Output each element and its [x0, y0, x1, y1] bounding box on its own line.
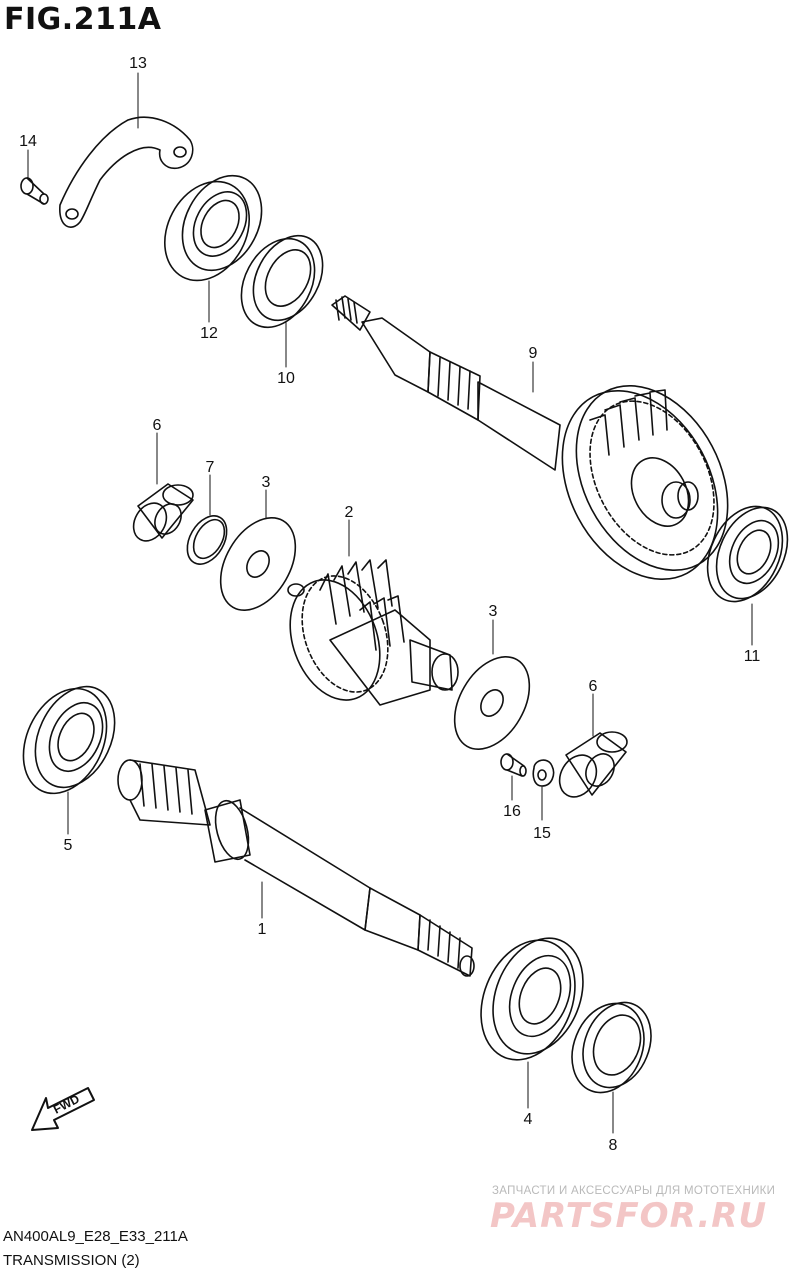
- part-10-oil-seal: [240, 234, 324, 329]
- figure-title: FIG.211A: [4, 2, 162, 37]
- part-13-bracket: [59, 116, 194, 228]
- part-15-lock-washer: [532, 759, 555, 787]
- fwd-arrow-icon: FWD: [31, 1087, 95, 1131]
- label-6-lower: 6: [589, 678, 598, 695]
- label-13: 13: [129, 55, 147, 72]
- part-8-oil-seal: [571, 1001, 652, 1094]
- label-3-lower: 3: [489, 603, 498, 620]
- label-14: 14: [19, 133, 37, 150]
- label-4: 4: [524, 1111, 533, 1128]
- part-12-bearing: [163, 174, 263, 282]
- label-3-upper: 3: [262, 474, 271, 491]
- label-15: 15: [533, 825, 551, 842]
- label-5: 5: [64, 837, 73, 854]
- figure-caption: TRANSMISSION (2): [3, 1252, 140, 1269]
- part-16-bolt: [500, 753, 527, 777]
- label-7: 7: [206, 459, 215, 476]
- label-11: 11: [744, 648, 761, 665]
- part-4-bearing: [480, 937, 584, 1061]
- part-6-needle-bearing-lower: [558, 731, 628, 798]
- label-1: 1: [258, 921, 267, 938]
- label-10: 10: [277, 370, 295, 387]
- leader-lines: [27, 72, 753, 1134]
- part-9-shaft-gear: [331, 295, 729, 581]
- watermark-logo: PARTSFOR.RU: [490, 1196, 768, 1236]
- figure-code: AN400AL9_E28_E33_211A: [3, 1228, 188, 1245]
- label-6-upper: 6: [153, 417, 162, 434]
- label-2: 2: [345, 504, 354, 521]
- part-3-washer-lower: [453, 656, 531, 750]
- part-2-gear: [287, 559, 459, 706]
- label-16: 16: [503, 803, 521, 820]
- part-3-washer-upper: [219, 517, 297, 611]
- part-7-circlip: [186, 515, 228, 565]
- label-8: 8: [609, 1137, 618, 1154]
- part-6-needle-bearing-upper: [132, 483, 194, 542]
- part-1-drive-shaft: [117, 759, 475, 977]
- label-12: 12: [200, 325, 218, 342]
- part-5-bearing: [22, 685, 116, 795]
- label-9: 9: [529, 345, 538, 362]
- watermark-tagline: ЗАПЧАСТИ И АКСЕССУАРЫ ДЛЯ МОТОТЕХНИКИ: [492, 1185, 776, 1197]
- part-14-screw: [20, 177, 49, 205]
- part-11-bearing: [706, 505, 789, 603]
- part-labels: 13 14 12 10 9 6 7 3 2 11 3 6 16 15 5 1 4…: [19, 55, 760, 1154]
